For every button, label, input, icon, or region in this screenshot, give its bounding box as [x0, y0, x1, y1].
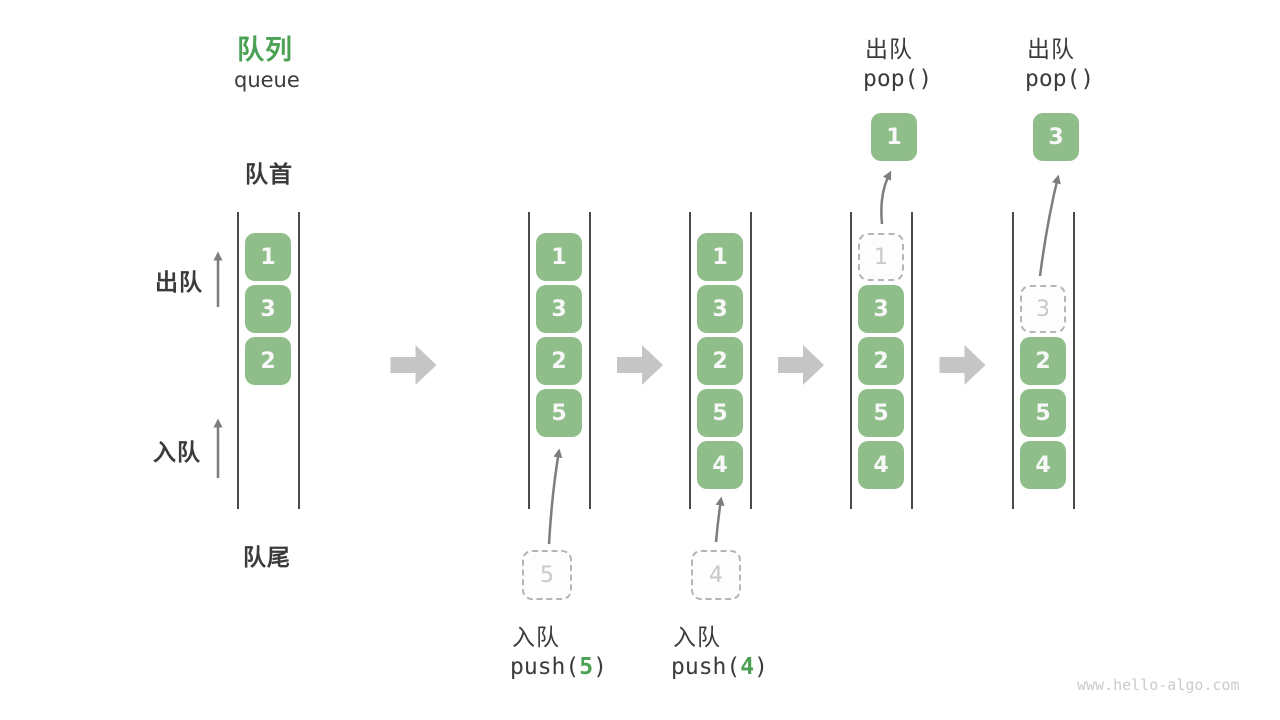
queue-item: 5 — [1020, 389, 1066, 437]
queue-rail-right — [298, 212, 300, 509]
pop-1-arrow — [880, 170, 892, 225]
popped-item: 1 — [871, 113, 917, 161]
transition-arrow-1 — [390, 345, 437, 385]
page-subtitle: queue — [234, 68, 300, 92]
queue-rail-left — [1012, 212, 1014, 509]
queue-item: 4 — [858, 441, 904, 489]
queue-item: 3 — [245, 285, 291, 333]
queue-rail-left — [850, 212, 852, 509]
code-part: ) — [754, 654, 768, 680]
queue-item: 2 — [536, 337, 582, 385]
code-part: 4 — [740, 654, 755, 680]
push-4-arrow — [714, 496, 725, 543]
queue-item: 5 — [536, 389, 582, 437]
push-code: push(5) — [510, 654, 607, 680]
queue-rail-right — [589, 212, 591, 509]
push-code: push(4) — [671, 654, 768, 680]
queue-item: 3 — [858, 285, 904, 333]
queue-rail-right — [1073, 212, 1075, 509]
transition-arrow-4 — [939, 345, 986, 385]
label-queue-rear: 队尾 — [243, 545, 291, 571]
queue-item-ghost: 3 — [1020, 285, 1066, 333]
transition-arrow-3 — [778, 345, 824, 385]
label-enqueue-side: 入队 — [153, 440, 201, 466]
queue-item: 2 — [1020, 337, 1066, 385]
queue-item: 5 — [858, 389, 904, 437]
code-part: pop() — [1025, 66, 1095, 92]
code-part: ) — [593, 654, 607, 680]
queue-rail-right — [750, 212, 752, 509]
queue-rail-left — [528, 212, 530, 509]
pop-3-arrow — [1038, 174, 1061, 277]
queue-item: 1 — [536, 233, 582, 281]
queue-item: 3 — [536, 285, 582, 333]
code-part: pop() — [863, 66, 933, 92]
queue-item-ghost: 1 — [858, 233, 904, 281]
push-5-arrow — [547, 448, 563, 545]
watermark: www.hello-algo.com — [1077, 676, 1240, 694]
code-part: 5 — [579, 654, 594, 680]
page-title: 队列 — [237, 35, 293, 66]
queue-rail-right — [911, 212, 913, 509]
incoming-item: 5 — [522, 550, 572, 600]
queue-item: 4 — [1020, 441, 1066, 489]
dequeue-op-label: 出队 — [1027, 37, 1075, 63]
popped-item: 3 — [1033, 113, 1079, 161]
enqueue-op-label: 入队 — [512, 625, 560, 651]
code-part: push( — [510, 654, 580, 680]
queue-item: 2 — [245, 337, 291, 385]
queue-item: 3 — [697, 285, 743, 333]
queue-rail-left — [237, 212, 239, 509]
queue-item: 4 — [697, 441, 743, 489]
enqueue-op-label: 入队 — [673, 625, 721, 651]
queue-item: 1 — [697, 233, 743, 281]
pop-code: pop() — [863, 66, 932, 92]
incoming-item: 4 — [691, 550, 741, 600]
queue-item: 2 — [858, 337, 904, 385]
transition-arrow-2 — [617, 345, 663, 385]
queue-item: 5 — [697, 389, 743, 437]
pop-code: pop() — [1025, 66, 1094, 92]
queue-rail-left — [689, 212, 691, 509]
label-queue-front: 队首 — [245, 162, 293, 188]
code-part: push( — [671, 654, 741, 680]
label-dequeue-side: 出队 — [155, 270, 203, 296]
queue-item: 1 — [245, 233, 291, 281]
dequeue-op-label: 出队 — [865, 37, 913, 63]
queue-item: 2 — [697, 337, 743, 385]
